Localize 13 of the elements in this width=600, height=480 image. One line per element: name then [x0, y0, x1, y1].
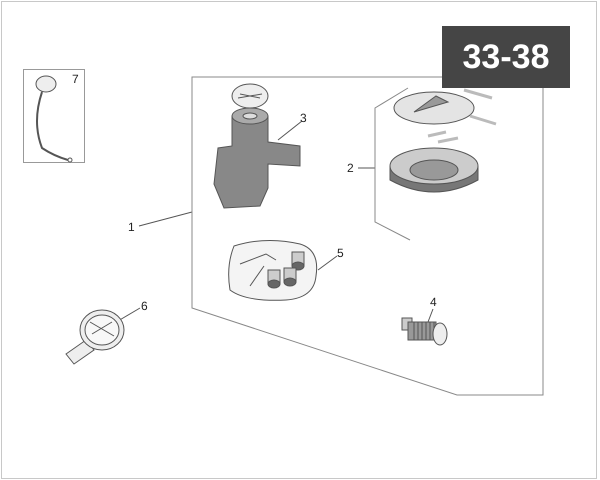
callout-number: 6: [141, 299, 148, 313]
inset-frame: [23, 69, 85, 163]
callout-number: 3: [300, 111, 307, 125]
callout-number: 5: [337, 246, 344, 260]
figure-number-badge: 33-38: [442, 26, 570, 88]
callout-number: 2: [347, 161, 354, 175]
callout-number: 1: [128, 220, 135, 234]
callout-number: 4: [430, 295, 437, 309]
leader-line: [318, 256, 338, 270]
leader-line: [138, 212, 192, 226]
leader-line: [428, 308, 434, 322]
callout-number: 7: [72, 72, 79, 86]
leader-line: [278, 120, 302, 140]
